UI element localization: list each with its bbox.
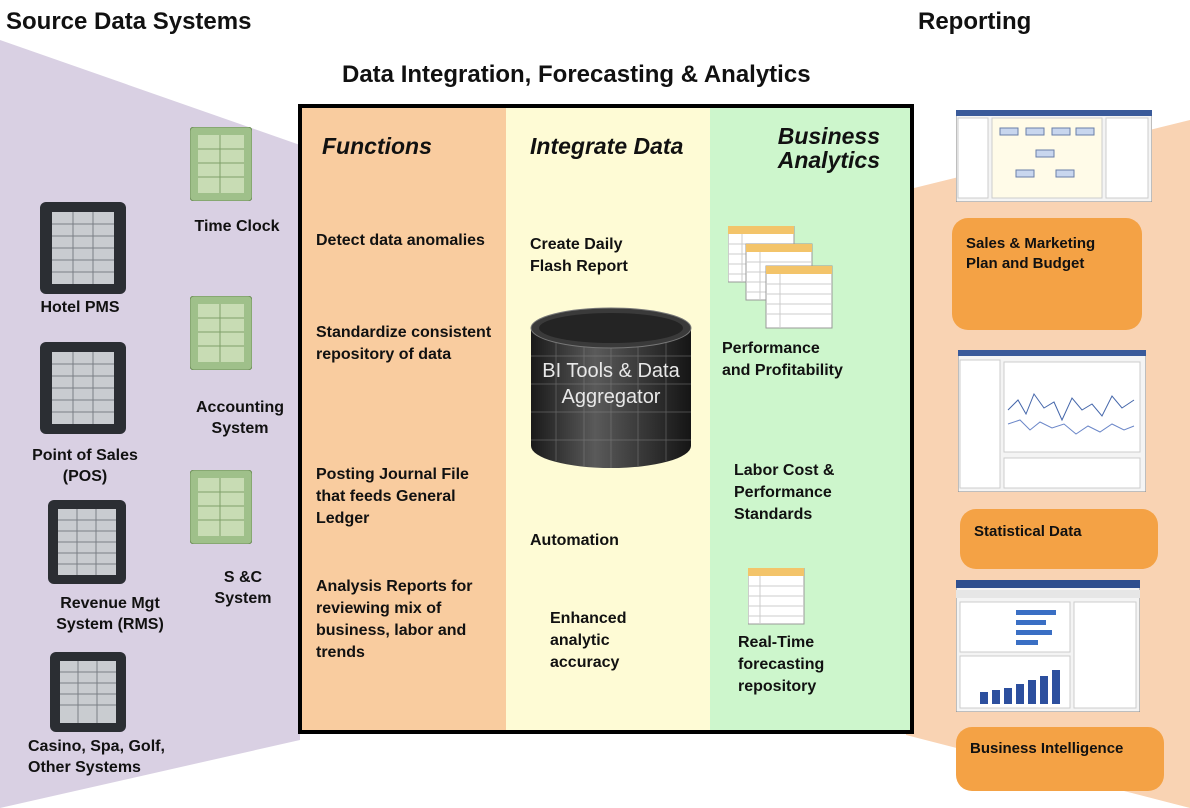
function-item: Posting Journal File that feeds General … xyxy=(316,466,469,527)
workflow-screenshot-thumbnail xyxy=(956,110,1152,202)
report-label: Business Intelligence xyxy=(970,740,1124,757)
source-label-hotel-pms: Hotel PMS xyxy=(40,299,120,316)
integrate-item: Automation xyxy=(530,532,619,549)
source-systems-title: Source Data Systems xyxy=(6,8,252,35)
analytics-header: Business Analytics xyxy=(777,123,880,173)
report-business-intelligence: Business Intelligence xyxy=(956,727,1164,791)
function-item: Detect data anomalies xyxy=(316,232,485,249)
source-label-time-clock: Time Clock xyxy=(194,218,280,235)
integrate-column: Integrate Data Create Daily Flash Report xyxy=(506,108,710,730)
integrate-item: Create Daily Flash Report xyxy=(530,236,628,275)
server-icon xyxy=(190,296,252,370)
server-icon xyxy=(190,470,252,544)
functions-header: Functions xyxy=(322,133,432,159)
source-label-rms: Revenue Mgt System (RMS) xyxy=(56,595,164,633)
source-label-other: Casino, Spa, Golf, Other Systems xyxy=(28,738,165,776)
report-sales-marketing: Sales & Marketing Plan and Budget xyxy=(952,218,1142,330)
cylinder-icon xyxy=(530,307,692,468)
analytics-column: Business Analytics Performance and Profi… xyxy=(710,108,910,730)
source-label-pos: Point of Sales (POS) xyxy=(32,447,138,485)
server-icon xyxy=(190,127,252,201)
integrate-header: Integrate Data xyxy=(530,133,684,159)
reporting-title: Reporting xyxy=(918,8,1032,35)
analytics-item: Real-Time forecasting repository xyxy=(738,634,825,695)
dashboard-screenshot-thumbnail xyxy=(956,580,1140,712)
cylinder-label: BI Tools & Data Aggregator xyxy=(542,360,680,408)
spreadsheet-icon xyxy=(748,568,805,625)
server-icon xyxy=(40,342,126,434)
report-label: Statistical Data xyxy=(974,523,1082,540)
function-item: Standardize consistent repository of dat… xyxy=(316,324,492,363)
server-icon xyxy=(40,202,126,294)
center-title: Data Integration, Forecasting & Analytic… xyxy=(342,61,811,88)
report-label: Sales & Marketing Plan and Budget xyxy=(966,235,1096,272)
source-label-sc-system: S &C System xyxy=(214,569,272,607)
functions-column: Functions Detect data anomalies Standard… xyxy=(302,108,506,730)
report-statistical-data: Statistical Data xyxy=(960,509,1158,569)
function-item: Analysis Reports for reviewing mix of bu… xyxy=(316,578,473,661)
integrate-item: Enhanced analytic accuracy xyxy=(550,610,627,671)
analytics-item: Labor Cost & Performance Standards xyxy=(734,462,835,523)
line-chart-screenshot-thumbnail xyxy=(958,350,1146,492)
server-icon xyxy=(50,652,126,732)
source-label-accounting: Accounting System xyxy=(196,399,284,437)
analytics-item: Performance and Profitability xyxy=(722,340,843,379)
spreadsheet-stack-icon xyxy=(728,226,833,329)
server-icon xyxy=(48,500,126,584)
integration-panel: Functions Detect data anomalies Standard… xyxy=(298,104,914,734)
bi-tools-cylinder: BI Tools & Data Aggregator xyxy=(526,306,696,476)
